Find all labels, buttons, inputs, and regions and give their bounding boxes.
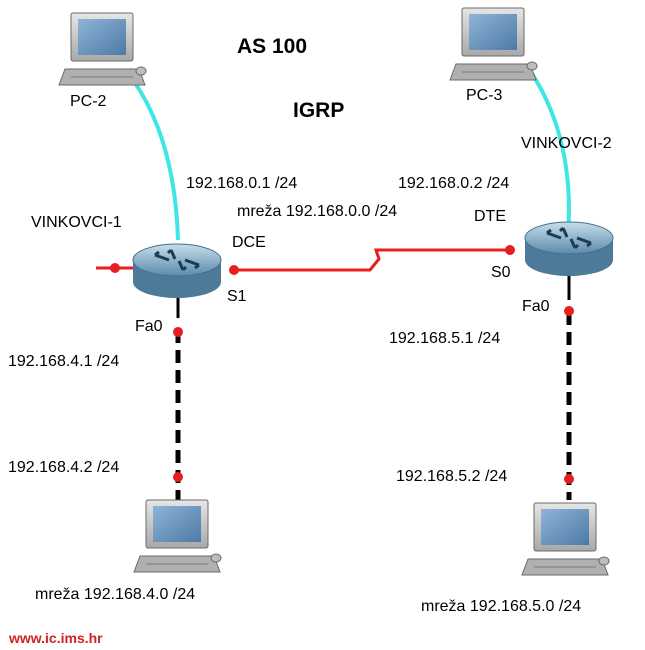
router-left-label: VINKOVCI-1 bbox=[31, 214, 122, 231]
pc-2-label: PC-2 bbox=[70, 93, 107, 110]
port-dot-right-fa0 bbox=[564, 306, 574, 316]
s1-label: S1 bbox=[227, 288, 247, 305]
port-dot-right-pc bbox=[564, 474, 574, 484]
pc-icon[interactable] bbox=[133, 499, 222, 573]
left-serial-ip: 192.168.0.1 /24 bbox=[186, 175, 298, 192]
right-router-lan-ip: 192.168.5.1 /24 bbox=[389, 330, 501, 347]
wan-network: mreža 192.168.0.0 /24 bbox=[237, 203, 398, 220]
port-dot-left-pc bbox=[173, 472, 183, 482]
left-lan-network: mreža 192.168.4.0 /24 bbox=[35, 586, 196, 603]
right-pc-ip: 192.168.5.2 /24 bbox=[396, 468, 508, 485]
left-router-lan-ip: 192.168.4.1 /24 bbox=[8, 353, 120, 370]
serial-link bbox=[232, 248, 510, 272]
console-cable-right bbox=[529, 70, 571, 236]
port-dot-left-fa0 bbox=[173, 327, 183, 337]
dte-label: DTE bbox=[474, 208, 506, 225]
right-lan-network: mreža 192.168.5.0 /24 bbox=[421, 598, 582, 615]
pc-icon[interactable] bbox=[58, 12, 147, 86]
router-icon[interactable] bbox=[132, 243, 222, 298]
pc-3-label: PC-3 bbox=[466, 87, 503, 104]
dce-label: DCE bbox=[232, 234, 266, 251]
right-serial-ip: 192.168.0.2 /24 bbox=[398, 175, 510, 192]
pc-icon[interactable] bbox=[449, 7, 538, 81]
as-title: AS 100 bbox=[237, 35, 308, 58]
right-fa0-label: Fa0 bbox=[522, 298, 550, 315]
left-fa0-label: Fa0 bbox=[135, 318, 163, 335]
s0-label: S0 bbox=[491, 264, 511, 281]
port-dot-s1 bbox=[229, 265, 239, 275]
router-icon[interactable] bbox=[524, 221, 614, 276]
router-right-label: VINKOVCI-2 bbox=[521, 135, 612, 152]
console-cable-left bbox=[131, 78, 180, 241]
pc-icon[interactable] bbox=[521, 502, 610, 576]
port-dot-left-stub bbox=[110, 263, 120, 273]
port-dot-s0 bbox=[505, 245, 515, 255]
protocol-title: IGRP bbox=[293, 99, 345, 122]
footer-url[interactable]: www.ic.ims.hr bbox=[9, 630, 103, 646]
left-pc-ip: 192.168.4.2 /24 bbox=[8, 459, 120, 476]
